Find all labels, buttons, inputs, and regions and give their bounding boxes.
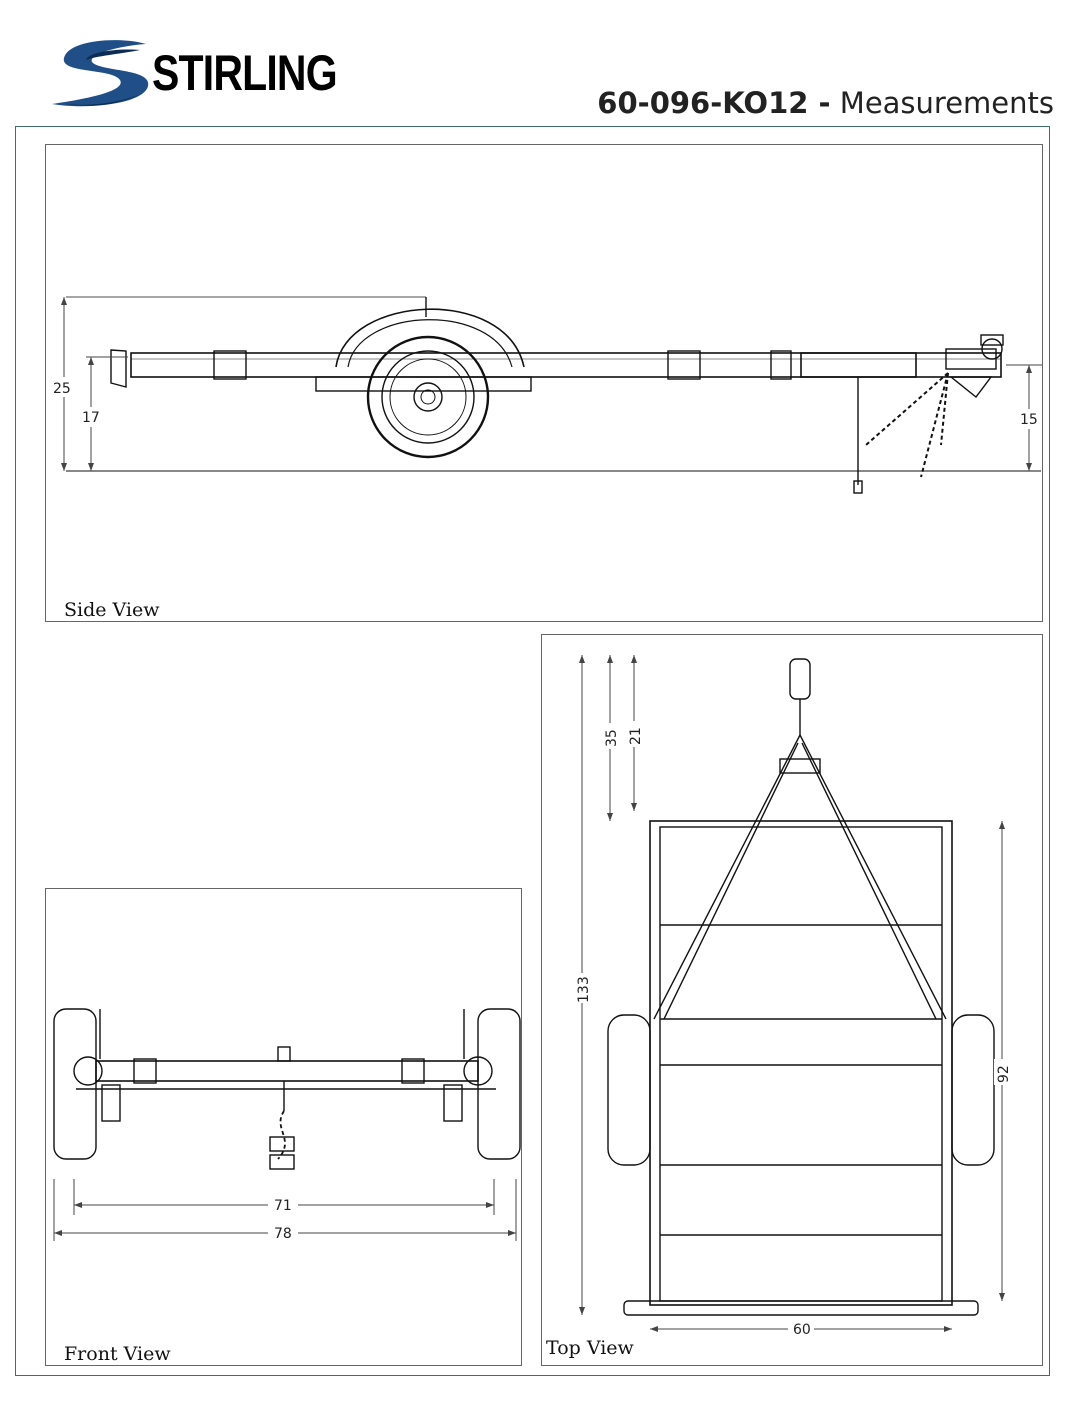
dim-tongue-inner: 21 — [628, 727, 644, 745]
dim-bed-length: 92 — [996, 1065, 1012, 1083]
document-title: 60-096-KO12 - Measurements — [597, 86, 1054, 120]
title-suffix: Measurements — [839, 86, 1054, 120]
side-view-label: Side View — [64, 599, 160, 621]
dim-inner-width: 71 — [274, 1198, 292, 1214]
front-view-drawing: 71 78 — [53, 1008, 521, 1242]
top-view-panel: 133 35 21 92 60 Top View — [541, 634, 1043, 1366]
model-code: 60-096-KO12 - — [597, 86, 831, 120]
stirling-logo-icon — [52, 40, 149, 107]
dim-rear-height: 15 — [1020, 412, 1038, 428]
side-view-drawing: 25 17 15 — [52, 296, 1042, 494]
top-view-drawing: 133 35 21 92 60 — [574, 655, 1012, 1339]
dim-front-height: 17 — [82, 410, 100, 426]
front-view-label: Front View — [64, 1343, 171, 1365]
front-view-panel: 71 78 Front View — [45, 888, 522, 1366]
drawing-frame — [15, 126, 1050, 1376]
top-view-label: Top View — [546, 1337, 634, 1359]
dim-overall-height: 25 — [53, 381, 71, 397]
brand-name: STIRLING — [152, 45, 338, 101]
side-view-panel: 25 17 15 Side View — [45, 144, 1043, 622]
dim-overall-length: 133 — [576, 976, 592, 1003]
dim-overall-width: 78 — [274, 1226, 292, 1242]
dim-bed-width: 60 — [793, 1322, 811, 1338]
dim-tongue-length: 35 — [604, 729, 620, 747]
